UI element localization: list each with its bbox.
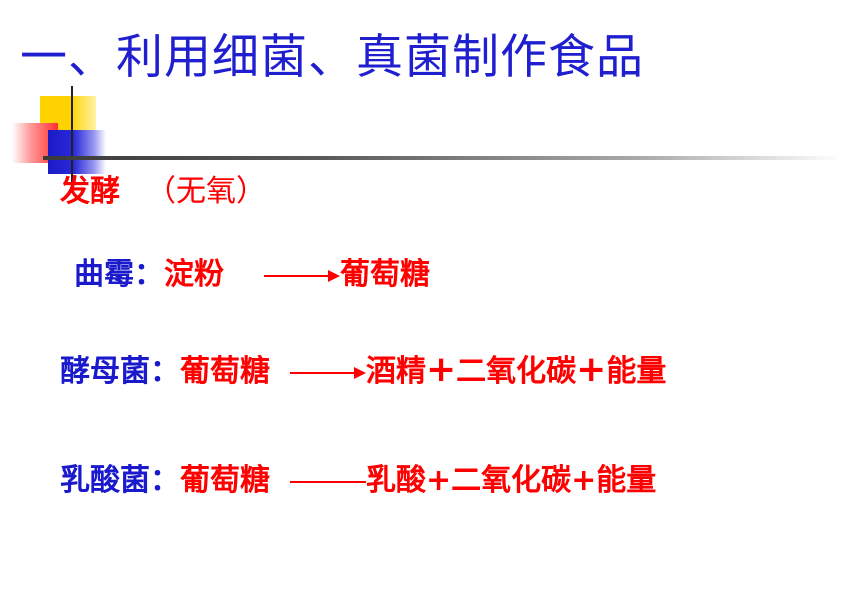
decorative-blue-square xyxy=(48,130,106,174)
product-alcohol: 酒精 xyxy=(366,354,426,389)
reaction-line-lactobacillus: 乳酸菌：葡萄糖 乳酸+二氧化碳+能量 xyxy=(60,461,656,502)
plus-sign: + xyxy=(426,349,457,390)
reaction-line-yeast: 酵母菌：葡萄糖酒精+二氧化碳+能量 xyxy=(60,350,666,393)
organism-label: 乳酸菌： xyxy=(60,463,180,498)
arrow-icon xyxy=(290,353,366,393)
decorative-vertical-line xyxy=(71,86,73,192)
reaction-line-aspergillus: 曲霉：淀粉 葡萄糖 xyxy=(74,255,430,296)
substrate-label: 葡萄糖 xyxy=(180,354,270,389)
substrate-label: 葡萄糖 xyxy=(180,463,270,498)
plus-sign: + xyxy=(576,349,607,390)
product-energy: 能量 xyxy=(606,354,667,389)
substrate-label: 淀粉 xyxy=(164,257,224,292)
section-label: 发酵 xyxy=(60,174,120,209)
line-connector-icon xyxy=(290,462,366,502)
organism-label: 酵母菌： xyxy=(60,354,180,389)
product-label: 葡萄糖 xyxy=(340,257,430,292)
title-divider-line xyxy=(43,156,843,160)
arrow-icon xyxy=(264,256,340,296)
product-co2: 二氧化碳 xyxy=(456,354,577,389)
organism-label: 曲霉： xyxy=(74,257,164,292)
section-note: （无氧） xyxy=(146,174,266,209)
slide-title: 一、利用细菌、真菌制作食品 xyxy=(20,30,644,85)
section-heading: 发酵 （无氧） xyxy=(60,172,266,212)
products-label: 乳酸+二氧化碳+能量 xyxy=(366,463,657,498)
